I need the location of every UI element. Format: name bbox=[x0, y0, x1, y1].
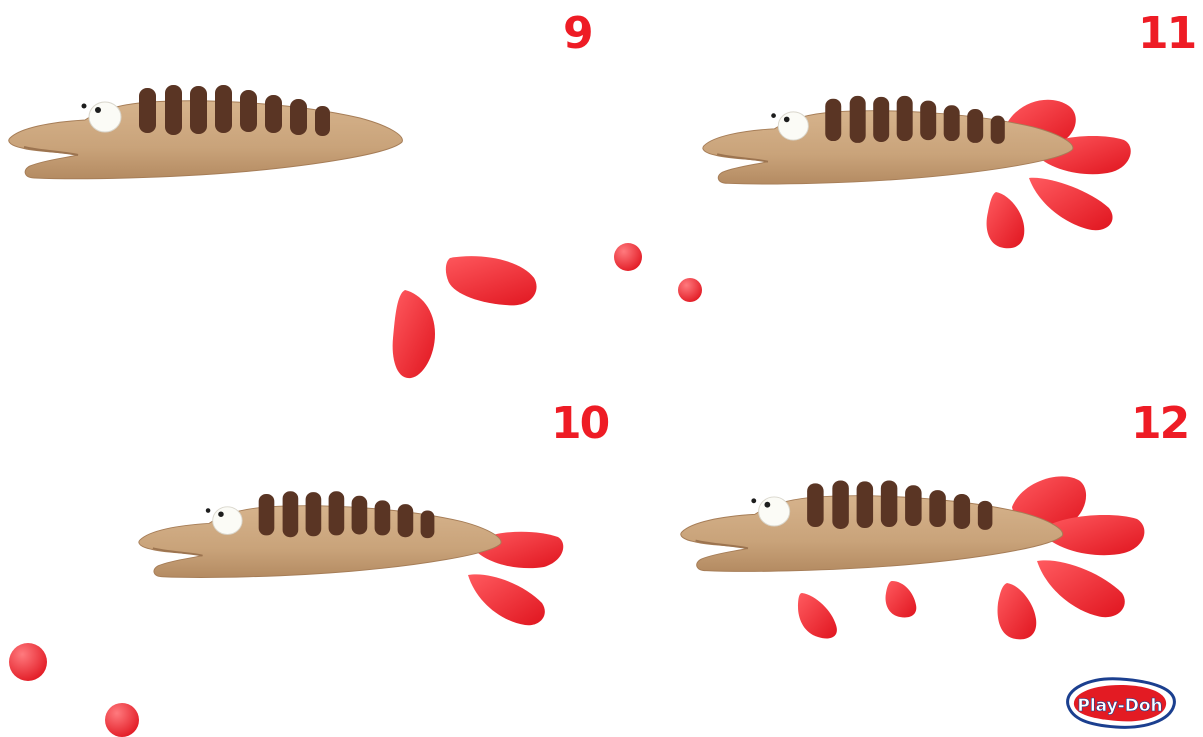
step-number-10: 10 bbox=[551, 402, 608, 446]
fish-step-11 bbox=[703, 96, 1131, 248]
clay-ball bbox=[614, 243, 642, 271]
clay-ball bbox=[9, 643, 47, 681]
step-number-11: 11 bbox=[1138, 12, 1195, 56]
fish-step-9 bbox=[9, 85, 403, 179]
clay-ball bbox=[105, 703, 139, 737]
loose-fin-top bbox=[442, 252, 540, 310]
step-number-9: 9 bbox=[563, 12, 592, 56]
fish-step-10 bbox=[139, 491, 563, 625]
logo-text: Play-Doh bbox=[1077, 696, 1162, 716]
fish-step-12 bbox=[681, 476, 1145, 639]
play-doh-logo: Play-Doh bbox=[1060, 675, 1180, 731]
step-number-12: 12 bbox=[1131, 402, 1188, 446]
clay-ball bbox=[678, 278, 702, 302]
loose-fin-left bbox=[393, 290, 435, 378]
